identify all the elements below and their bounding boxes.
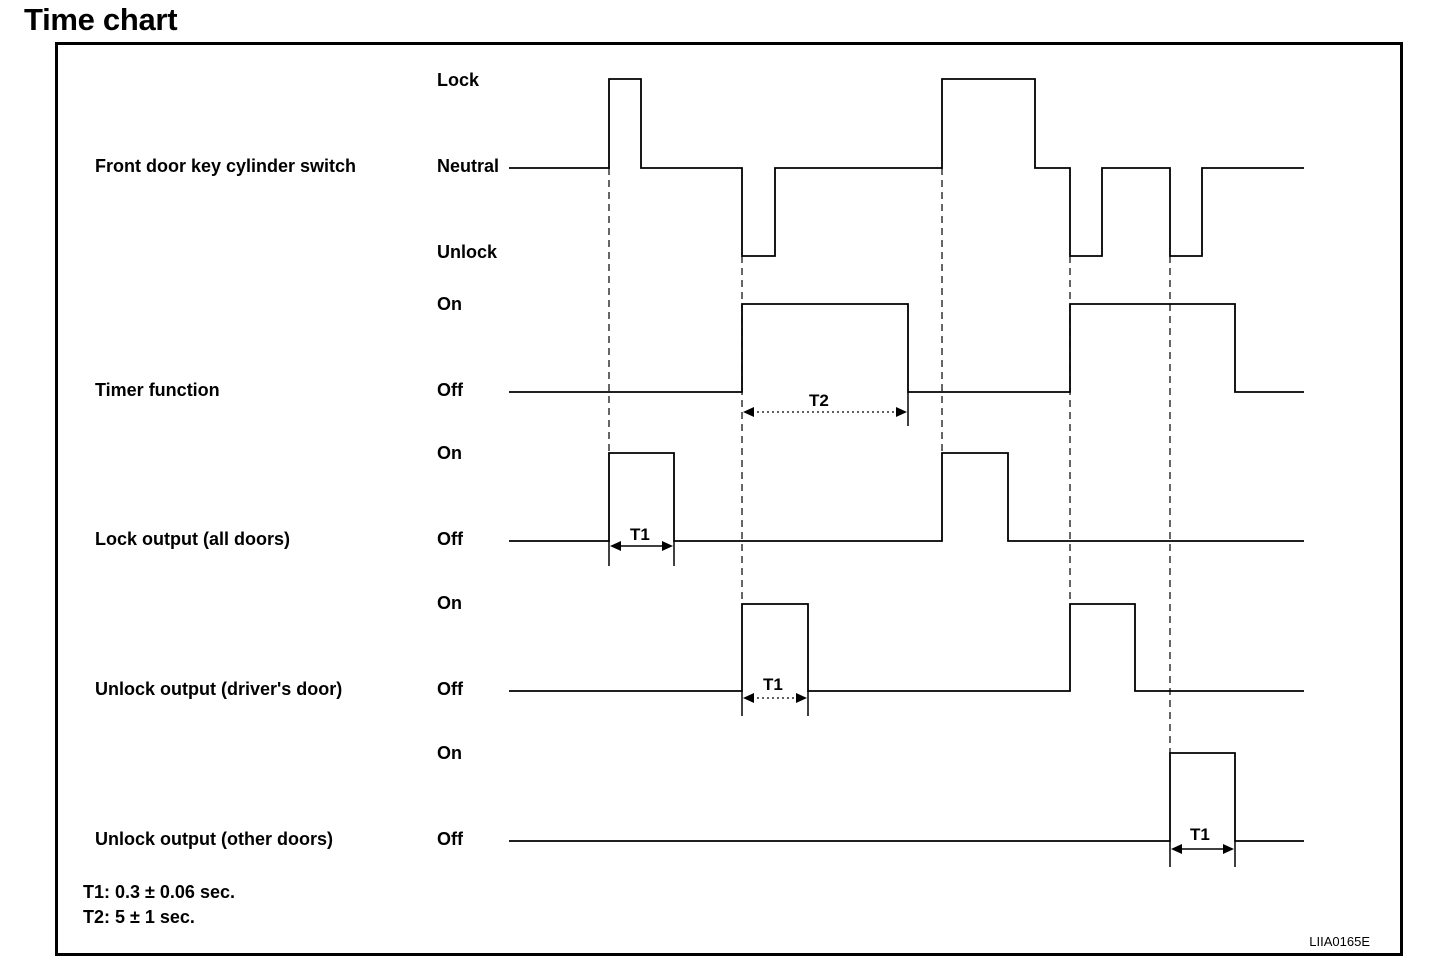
waveform-unlock-output-other — [509, 752, 1304, 842]
t1-other-label: T1 — [1190, 825, 1210, 844]
page-title: Time chart — [24, 2, 178, 37]
waveform-key-cylinder-switch — [509, 78, 1304, 257]
level-label-timer-off: Off — [437, 380, 464, 400]
waveform-lock-output — [509, 452, 1304, 542]
t1-driver-interval-arrow — [743, 693, 807, 703]
t1-lock-label: T1 — [630, 525, 650, 544]
level-label-unlock-other-off: Off — [437, 829, 464, 849]
level-label-unlock-other-on: On — [437, 743, 462, 763]
level-label-neutral: Neutral — [437, 156, 499, 176]
signal-name-unlock-output-other: Unlock output (other doors) — [95, 829, 333, 849]
level-label-lock-output-on: On — [437, 443, 462, 463]
level-label-lock-output-off: Off — [437, 529, 464, 549]
level-label-lock: Lock — [437, 70, 480, 90]
level-label-unlock: Unlock — [437, 242, 498, 262]
note-t2: T2: 5 ± 1 sec. — [83, 907, 195, 927]
level-label-unlock-driver-off: Off — [437, 679, 464, 699]
signal-name-timer-function: Timer function — [95, 380, 220, 400]
waveform-unlock-output-driver — [509, 603, 1304, 692]
level-label-unlock-driver-on: On — [437, 593, 462, 613]
t1-lock-interval-arrow — [610, 541, 673, 551]
t1-driver-label: T1 — [763, 675, 783, 694]
t1-other-interval-arrow — [1171, 844, 1234, 854]
signal-name-unlock-output-driver: Unlock output (driver's door) — [95, 679, 342, 699]
time-chart-frame — [55, 42, 1403, 956]
signal-name-lock-output: Lock output (all doors) — [95, 529, 290, 549]
note-t1: T1: 0.3 ± 0.06 sec. — [83, 882, 235, 902]
waveform-timer-function — [509, 303, 1304, 393]
level-label-timer-on: On — [437, 294, 462, 314]
signal-name-key-cylinder-switch: Front door key cylinder switch — [95, 156, 356, 176]
figure-code: LIIA0165E — [1309, 934, 1370, 949]
t2-label: T2 — [809, 391, 829, 410]
t2-interval-arrow — [743, 407, 907, 417]
